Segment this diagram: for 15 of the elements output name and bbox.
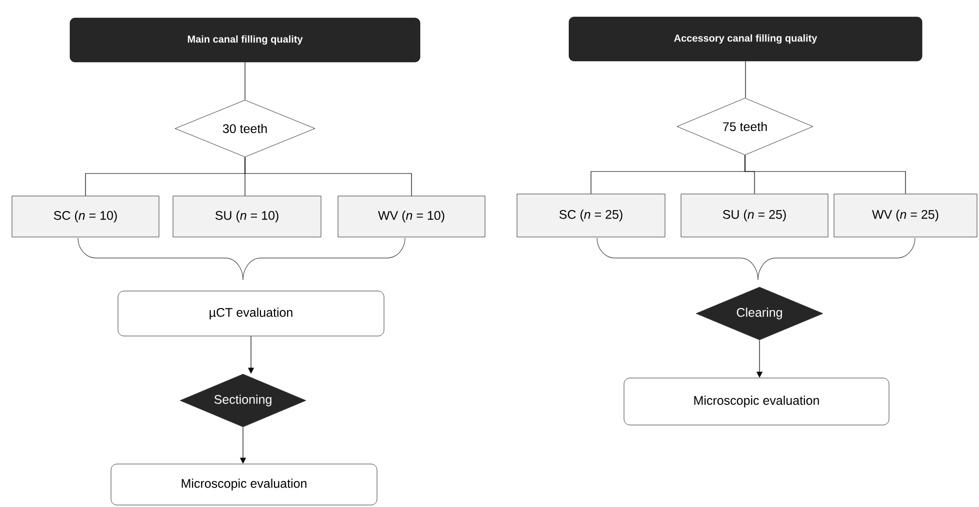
connector-line	[244, 62, 246, 100]
title-box: Accessory canal filling quality	[568, 16, 922, 62]
process-box: µCT evaluation	[118, 290, 384, 336]
group-box: SU (n = 25)	[680, 194, 828, 238]
group-box: SU (n = 10)	[172, 196, 322, 238]
process-box: Microscopic evaluation	[110, 464, 378, 506]
process-box: Microscopic evaluation	[624, 378, 890, 426]
connector-line	[244, 156, 412, 196]
group-box: SC (n = 10)	[12, 196, 160, 238]
connector-line	[744, 154, 906, 194]
title-box: Main canal filling quality	[70, 18, 420, 62]
group-box: WV (n = 25)	[834, 194, 978, 238]
group-box: WV (n = 10)	[338, 196, 486, 238]
connector-line	[745, 60, 746, 98]
group-box: SC (n = 25)	[516, 194, 666, 238]
